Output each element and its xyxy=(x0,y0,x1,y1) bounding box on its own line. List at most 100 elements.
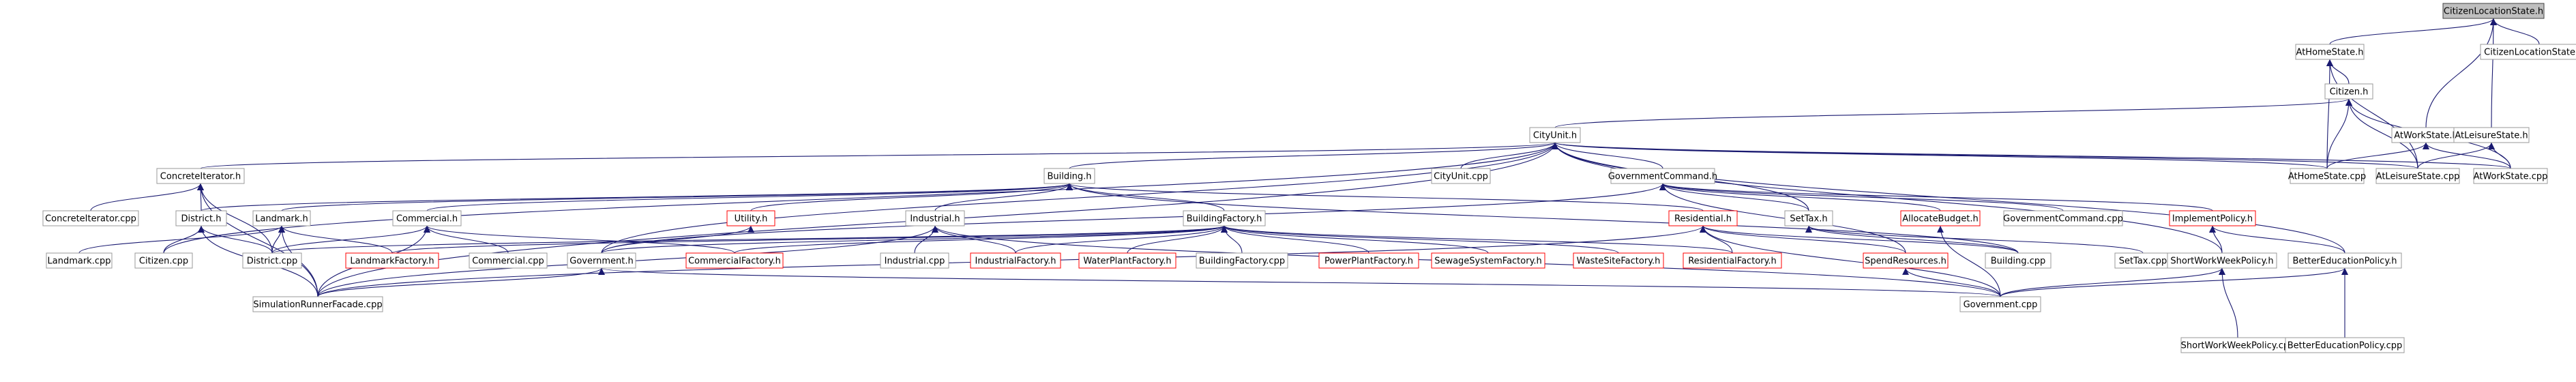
node-box xyxy=(1863,252,1949,269)
node-label: GovernmentCommand.cpp xyxy=(2003,214,2123,224)
node-commercial-cpp[interactable]: Commercial.cpp xyxy=(469,252,548,269)
edge-residentialfactoryh-to-buildingfactoryh xyxy=(1221,225,1733,254)
edge-landmarkh-to-buildingh xyxy=(281,183,1073,211)
node-spendresources-h[interactable]: SpendResources.h xyxy=(1863,252,1949,269)
node-athomestate-cpp[interactable]: AtHomeState.cpp xyxy=(2288,168,2366,184)
node-bettereducationpolicy-cpp[interactable]: BetterEducationPolicy.cpp xyxy=(2285,337,2405,353)
node-governmentcommand-cpp[interactable]: GovernmentCommand.cpp xyxy=(2003,210,2123,226)
node-atworkstate-h[interactable]: AtWorkState.h xyxy=(2391,127,2461,143)
node-powerplantfactory-h[interactable]: PowerPlantFactory.h xyxy=(1318,252,1419,269)
node-landmark-cpp[interactable]: Landmark.cpp xyxy=(46,252,113,269)
edge-landmarkcpp-to-landmarkh xyxy=(78,225,285,254)
edge-districth-to-buildingh xyxy=(201,183,1073,211)
edge-atleisurecpp-to-athomeh xyxy=(2326,59,2418,169)
node-industrial-cpp[interactable]: Industrial.cpp xyxy=(880,252,949,269)
node-label: LandmarkFactory.h xyxy=(350,256,434,267)
node-sewagesystemfactory-h[interactable]: SewageSystemFactory.h xyxy=(1431,252,1545,269)
node-building-cpp[interactable]: Building.cpp xyxy=(1985,252,2052,269)
node-athomestate-h[interactable]: AtHomeState.h xyxy=(2295,44,2365,60)
node-cityunit-h[interactable]: CityUnit.h xyxy=(1529,127,1581,143)
node-citizenlocationstate-h[interactable]: CitizenLocationState.h xyxy=(2442,3,2545,19)
node-box xyxy=(2480,44,2576,60)
node-box xyxy=(252,210,311,226)
node-label: BetterEducationPolicy.cpp xyxy=(2288,341,2403,351)
node-shortworkweekpolicy-cpp[interactable]: ShortWorkWeekPolicy.cpp xyxy=(2180,337,2295,353)
node-atworkstate-cpp[interactable]: AtWorkState.cpp xyxy=(2473,168,2548,184)
node-government-cpp[interactable]: Government.cpp xyxy=(1959,296,2041,312)
node-label: Landmark.h xyxy=(255,214,308,224)
edge-industrialfactoryh-to-buildingfactoryh xyxy=(1015,225,1228,254)
edge-clscpp-to-root xyxy=(2490,18,2540,45)
node-box xyxy=(1431,252,1545,269)
node-citizen-cpp[interactable]: Citizen.cpp xyxy=(134,252,193,269)
node-building-h[interactable]: Building.h xyxy=(1043,168,1095,184)
edge-districtcpp-to-concreteiterh xyxy=(197,183,273,254)
edge-atleisureh-to-root xyxy=(2490,18,2497,128)
node-citizenlocationstate-cpp[interactable]: CitizenLocationState.cpp xyxy=(2480,44,2576,60)
node-box xyxy=(156,168,245,184)
node-label: Utility.h xyxy=(735,214,768,224)
node-district-cpp[interactable]: District.cpp xyxy=(242,252,302,269)
node-box xyxy=(2167,252,2277,269)
node-bettereducationpolicy-h[interactable]: BetterEducationPolicy.h xyxy=(2288,252,2402,269)
node-box xyxy=(2324,83,2373,100)
node-settax-h[interactable]: SetTax.h xyxy=(1784,210,1833,226)
node-commercial-h[interactable]: Commercial.h xyxy=(392,210,462,226)
node-box xyxy=(469,252,548,269)
node-box xyxy=(2288,252,2402,269)
node-allocatebudget-h[interactable]: AllocateBudget.h xyxy=(1900,210,1981,226)
node-label: AtLeisureState.h xyxy=(2455,131,2528,141)
edge-athomecpp-to-atworkh xyxy=(2326,142,2429,169)
node-commercialfactory-h[interactable]: CommercialFactory.h xyxy=(685,252,784,269)
node-concreteiterator-h[interactable]: ConcreteIterator.h xyxy=(156,168,245,184)
node-box xyxy=(1431,168,1491,184)
node-landmark-h[interactable]: Landmark.h xyxy=(252,210,311,226)
node-box xyxy=(252,296,383,312)
node-implementpolicy-h[interactable]: ImplementPolicy.h xyxy=(2169,210,2256,226)
edge-govcmdcpp-to-govcmdh xyxy=(1659,183,2064,211)
node-industrialfactory-h[interactable]: IndustrialFactory.h xyxy=(970,252,1061,269)
node-box xyxy=(1683,252,1782,269)
node-label: Building.cpp xyxy=(1991,256,2046,267)
node-concreteiterator-cpp[interactable]: ConcreteIterator.cpp xyxy=(42,210,139,226)
node-residential-h[interactable]: Residential.h xyxy=(1668,210,1738,226)
node-shortworkweekpolicy-h[interactable]: ShortWorkWeekPolicy.h xyxy=(2167,252,2277,269)
node-waterplantfactory-h[interactable]: WaterPlantFactory.h xyxy=(1078,252,1176,269)
node-simulationrunnerfacade-cpp[interactable]: SimulationRunnerFacade.cpp xyxy=(252,296,383,312)
node-box xyxy=(685,252,784,269)
node-label: District.cpp xyxy=(247,256,297,267)
node-settax-cpp[interactable]: SetTax.cpp xyxy=(2114,252,2172,269)
node-government-h[interactable]: Government.h xyxy=(567,252,636,269)
node-box xyxy=(242,252,302,269)
node-residentialfactory-h[interactable]: ResidentialFactory.h xyxy=(1683,252,1782,269)
node-utility-h[interactable]: Utility.h xyxy=(726,210,775,226)
node-landmarkfactory-h[interactable]: LandmarkFactory.h xyxy=(345,252,439,269)
node-atleisurestate-h[interactable]: AtLeisureState.h xyxy=(2453,127,2530,143)
edge-governmenth-to-govcmdh xyxy=(601,183,1666,254)
node-label: AtHomeState.h xyxy=(2296,48,2364,58)
node-industrial-h[interactable]: Industrial.h xyxy=(905,210,965,226)
node-governmentcommand-h[interactable]: GovernmentCommand.h xyxy=(1608,168,1717,184)
edge-commercialfactoryh-to-commercialh xyxy=(424,225,735,254)
node-label: Landmark.cpp xyxy=(48,256,111,267)
node-wastesitefactory-h[interactable]: WasteSiteFactory.h xyxy=(1573,252,1664,269)
node-district-h[interactable]: District.h xyxy=(175,210,227,226)
edge-governmentcpp-to-bettereduh xyxy=(2000,267,2348,297)
edge-spendresourcesh-to-residentialh xyxy=(1700,225,1906,254)
node-buildingfactory-h[interactable]: BuildingFactory.h xyxy=(1183,210,1266,226)
node-box xyxy=(2375,168,2460,184)
edge-simrunnercpp-to-concreteiterh xyxy=(197,183,319,297)
node-citizen-h[interactable]: Citizen.h xyxy=(2324,83,2373,100)
node-label: SetTax.cpp xyxy=(2119,256,2167,267)
node-label: BuildingFactory.h xyxy=(1187,214,1262,224)
edges-layer xyxy=(78,18,2540,338)
node-buildingfactory-cpp[interactable]: BuildingFactory.cpp xyxy=(1196,252,1288,269)
edge-athomeh-to-root xyxy=(2329,18,2497,45)
node-cityunit-cpp[interactable]: CityUnit.cpp xyxy=(1431,168,1491,184)
node-label: GovernmentCommand.h xyxy=(1608,172,1717,182)
edge-bettereduh-to-cityunith xyxy=(1552,142,2345,254)
node-atleisurestate-cpp[interactable]: AtLeisureState.cpp xyxy=(2375,168,2460,184)
node-label: AllocateBudget.h xyxy=(1902,214,1978,224)
node-label: District.h xyxy=(181,214,221,224)
node-label: ConcreteIterator.cpp xyxy=(45,214,136,224)
